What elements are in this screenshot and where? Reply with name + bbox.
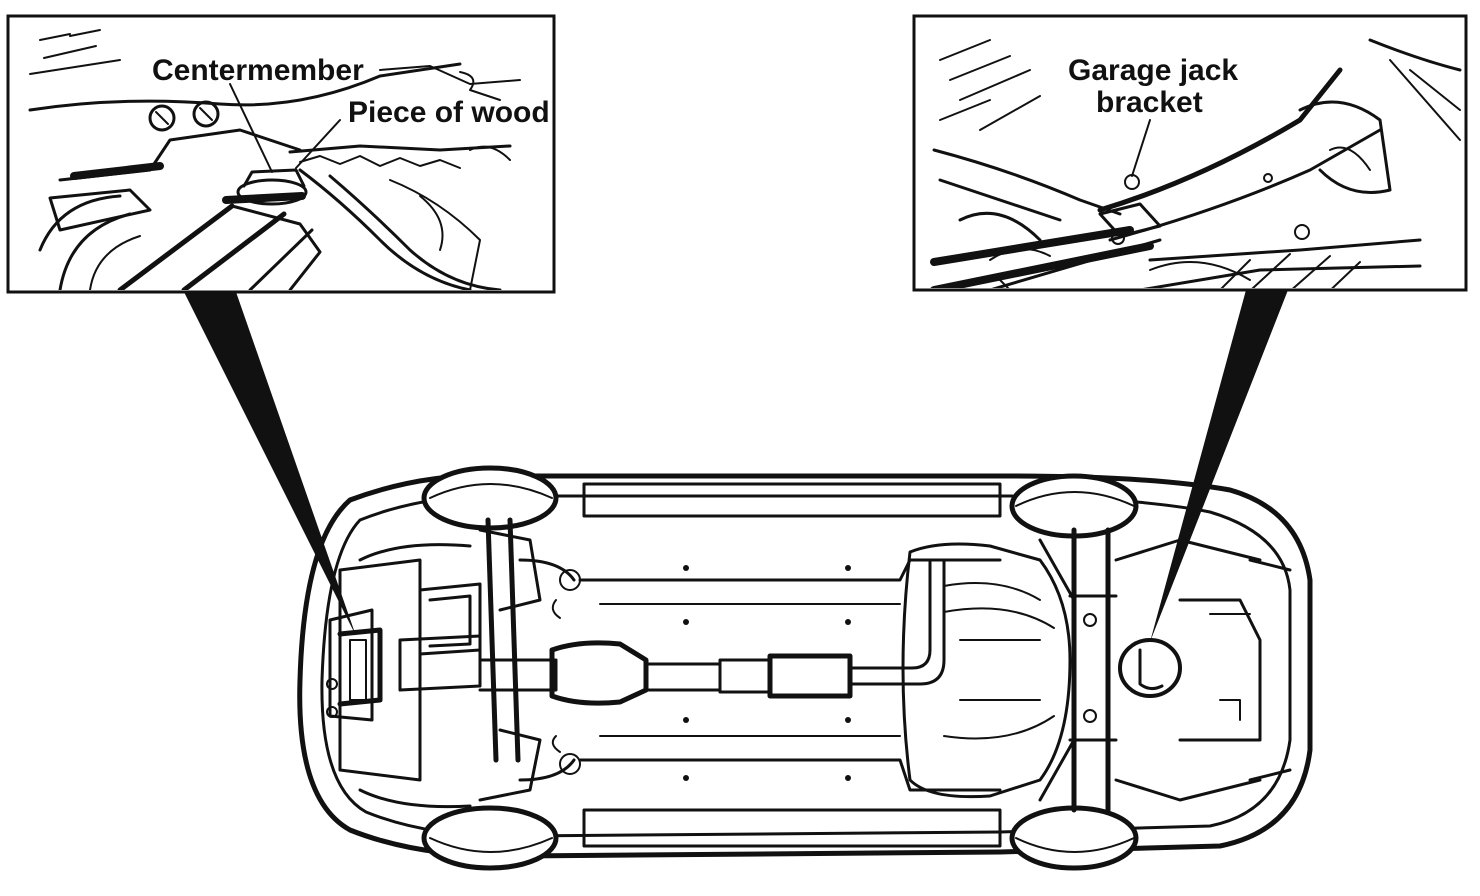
front-centermember-jack-point	[337, 627, 383, 707]
rear-right-wheel	[1009, 805, 1139, 871]
vehicle-body-outline	[297, 472, 1313, 859]
fuel-tank	[901, 542, 1072, 799]
left-detail-inset: Centermember Piece of wood	[6, 14, 556, 294]
callout-label-bracket: bracket	[1096, 86, 1203, 119]
exhaust-pipe	[478, 658, 558, 692]
vehicle-underside	[297, 465, 1313, 871]
callout-label-centermember: Centermember	[152, 54, 364, 87]
left-callout-pointer	[184, 292, 356, 636]
left-inset-frame	[6, 14, 556, 294]
right-callout-pointer	[1150, 290, 1288, 642]
right-detail-inset: Garage jack bracket	[912, 14, 1468, 292]
rear-jack-bracket	[1118, 638, 1182, 698]
left-inset-illustration	[28, 29, 521, 290]
right-inset-illustration	[930, 38, 1462, 288]
rear-left-wheel	[1009, 473, 1139, 539]
callout-label-garage-jack: Garage jack	[1068, 54, 1238, 87]
callout-label-piece-of-wood: Piece of wood	[348, 96, 550, 129]
front-right-wheel	[421, 805, 559, 871]
catalytic-converter	[549, 640, 649, 706]
